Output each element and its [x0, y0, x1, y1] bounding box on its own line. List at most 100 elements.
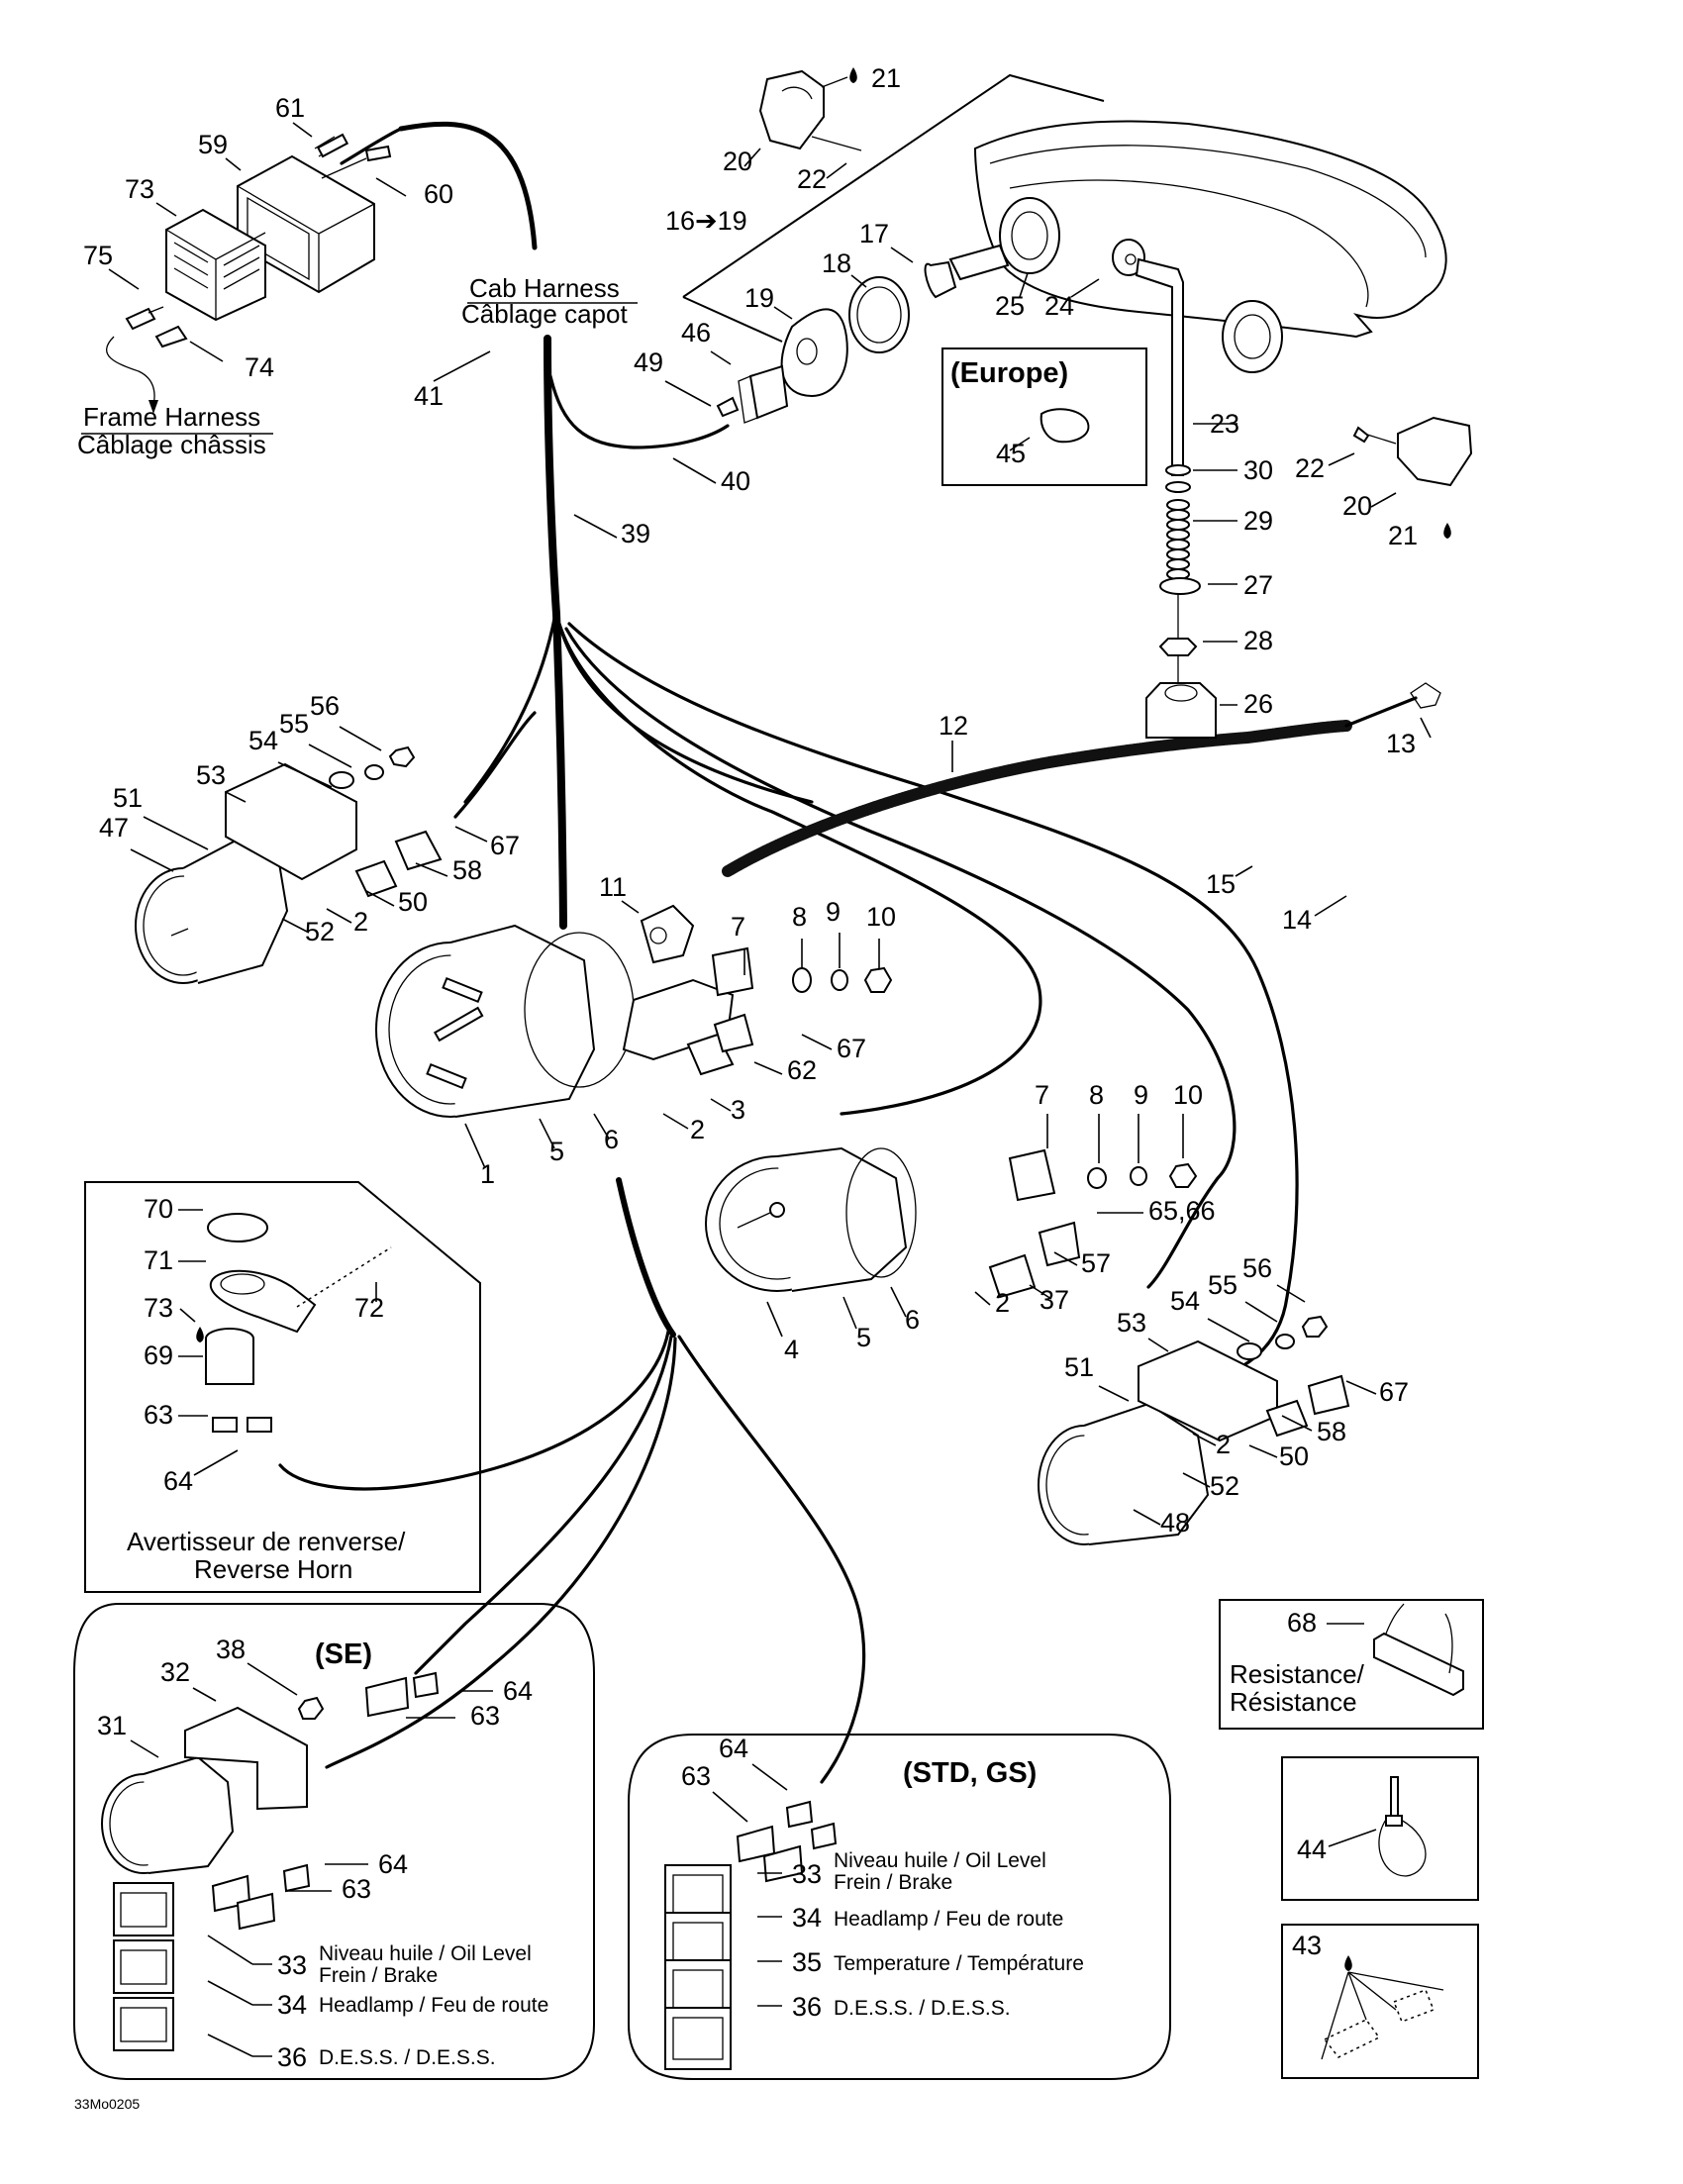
callout-part-7: 7 — [731, 912, 745, 942]
callout-leader-46 — [710, 350, 732, 365]
callout-part-4: 4 — [784, 1335, 799, 1364]
callout-part-12: 12 — [939, 711, 968, 741]
callout-part-13: 13 — [1386, 729, 1416, 758]
callout-leader-1 — [464, 1123, 486, 1169]
callout-part-37: 37 — [1040, 1285, 1069, 1315]
callout-part-64: 64 — [163, 1466, 193, 1496]
callout-part-55: 55 — [279, 709, 309, 739]
cable-tie-box — [1281, 1756, 1479, 1901]
callout-leader-67 — [801, 1034, 833, 1050]
callout-part-75: 75 — [83, 241, 113, 270]
callout-part-68: 68 — [1287, 1608, 1317, 1638]
main-gauge-assembly — [375, 904, 893, 1118]
std-lamp-35-num: 35 — [792, 1947, 822, 1977]
callout-leader-47 — [130, 848, 174, 872]
callout-leader-2 — [662, 1113, 689, 1130]
callout-leader-55 — [1244, 1301, 1278, 1323]
callout-leader-5 — [842, 1296, 857, 1330]
callout-part-56: 56 — [1242, 1253, 1272, 1283]
callout-part-30: 30 — [1243, 455, 1273, 485]
se-box — [73, 1603, 595, 2080]
callout-part-39: 39 — [621, 519, 650, 548]
callout-part-41: 41 — [414, 381, 444, 411]
callout-part-6: 6 — [905, 1305, 920, 1335]
callout-part-74: 74 — [245, 352, 274, 382]
std-lamp-33-line1: Niveau huile / Oil Level — [834, 1849, 1046, 1872]
callout-part-32: 32 — [160, 1657, 190, 1687]
callout-leader-57 — [1053, 1251, 1078, 1266]
callout-part-43: 43 — [1292, 1931, 1322, 1960]
resistance-label-en: Resistance/ — [1230, 1659, 1365, 1689]
callout-leader-53 — [1147, 1338, 1169, 1352]
se-lamp-33-num: 33 — [277, 1950, 307, 1980]
callout-leader-67 — [454, 826, 488, 843]
callout-leader-52 — [281, 918, 310, 934]
std-lamp-34-line1: Headlamp / Feu de route — [834, 1908, 1063, 1931]
callout-part-63: 63 — [681, 1761, 711, 1791]
callout-leader-55 — [308, 744, 352, 768]
callout-leader-56 — [1276, 1284, 1306, 1303]
callout-part-70: 70 — [144, 1194, 173, 1224]
callout-part-38: 38 — [216, 1635, 246, 1664]
callout-leader-11 — [621, 900, 640, 914]
callout-leader-64 — [193, 1449, 239, 1476]
callout-leader-13 — [1420, 717, 1432, 739]
callout-part-55: 55 — [1208, 1270, 1238, 1300]
callout-part-72: 72 — [354, 1293, 384, 1323]
callout-part-10: 10 — [1173, 1080, 1203, 1110]
callout-leader-38 — [247, 1662, 298, 1696]
callout-leader-74 — [189, 341, 224, 362]
callout-part-40: 40 — [721, 466, 750, 496]
callout-part-49: 49 — [634, 347, 663, 377]
callout-part-63: 63 — [342, 1874, 371, 1904]
callout-leader-20 — [743, 148, 761, 167]
callout-part-9: 9 — [826, 897, 841, 927]
callout-leader-53 — [225, 791, 247, 803]
callout-part-20: 20 — [723, 147, 752, 176]
callout-part-54: 54 — [248, 726, 278, 755]
callout-leader-6 — [593, 1113, 610, 1140]
connector-block-assembly — [106, 121, 538, 414]
callout-part-5: 5 — [549, 1137, 564, 1166]
callout-part-67: 67 — [1379, 1377, 1409, 1407]
callout-part-6: 6 — [604, 1125, 619, 1154]
callout-part-14: 14 — [1282, 905, 1312, 935]
callout-part-3: 3 — [731, 1095, 745, 1125]
callout-part-21: 21 — [871, 63, 901, 93]
se-lamp-36-num: 36 — [277, 2042, 307, 2072]
callout-part-53: 53 — [1117, 1308, 1146, 1338]
europe-title: (Europe) — [950, 357, 1068, 389]
callout-part-8: 8 — [792, 902, 807, 932]
std-lamp-36-line1: D.E.S.S. / D.E.S.S. — [834, 1997, 1011, 2020]
callout-leader-44 — [1328, 1829, 1377, 1847]
std-lamp-33-num: 33 — [792, 1859, 822, 1889]
callout-part-17: 17 — [859, 219, 889, 248]
callout-part-53: 53 — [196, 760, 226, 790]
callout-leader-40 — [672, 457, 717, 484]
callout-part-21: 21 — [1388, 521, 1418, 550]
se-lamp-list: 33 Niveau huile / Oil Level Frein / Brak… — [207, 1935, 548, 2072]
callout-part-27: 27 — [1243, 570, 1273, 600]
callout-part-50: 50 — [398, 887, 428, 917]
callout-leader-63 — [712, 1791, 748, 1823]
callout-part-64: 64 — [378, 1849, 408, 1879]
lower-harness-bundle — [278, 1177, 866, 1784]
callout-part-23: 23 — [1210, 409, 1239, 439]
callout-part-10: 10 — [866, 902, 896, 932]
connector-kit-box — [1281, 1924, 1479, 2079]
callout-leader-67 — [1345, 1380, 1377, 1395]
callout-leader-73 — [179, 1308, 196, 1323]
callout-leader-49 — [664, 380, 712, 407]
callout-leader-39 — [573, 514, 618, 539]
se-title: (SE) — [315, 1638, 372, 1670]
callout-part-25: 25 — [995, 291, 1025, 321]
callout-part-11: 11 — [599, 872, 627, 902]
callout-part-28: 28 — [1243, 626, 1273, 655]
callout-part-15: 15 — [1206, 869, 1236, 899]
callout-part-59: 59 — [198, 130, 228, 159]
callout-leader-2 — [1192, 1433, 1217, 1446]
callout-part-8: 8 — [1089, 1080, 1104, 1110]
left-gauge-assembly — [135, 711, 537, 984]
